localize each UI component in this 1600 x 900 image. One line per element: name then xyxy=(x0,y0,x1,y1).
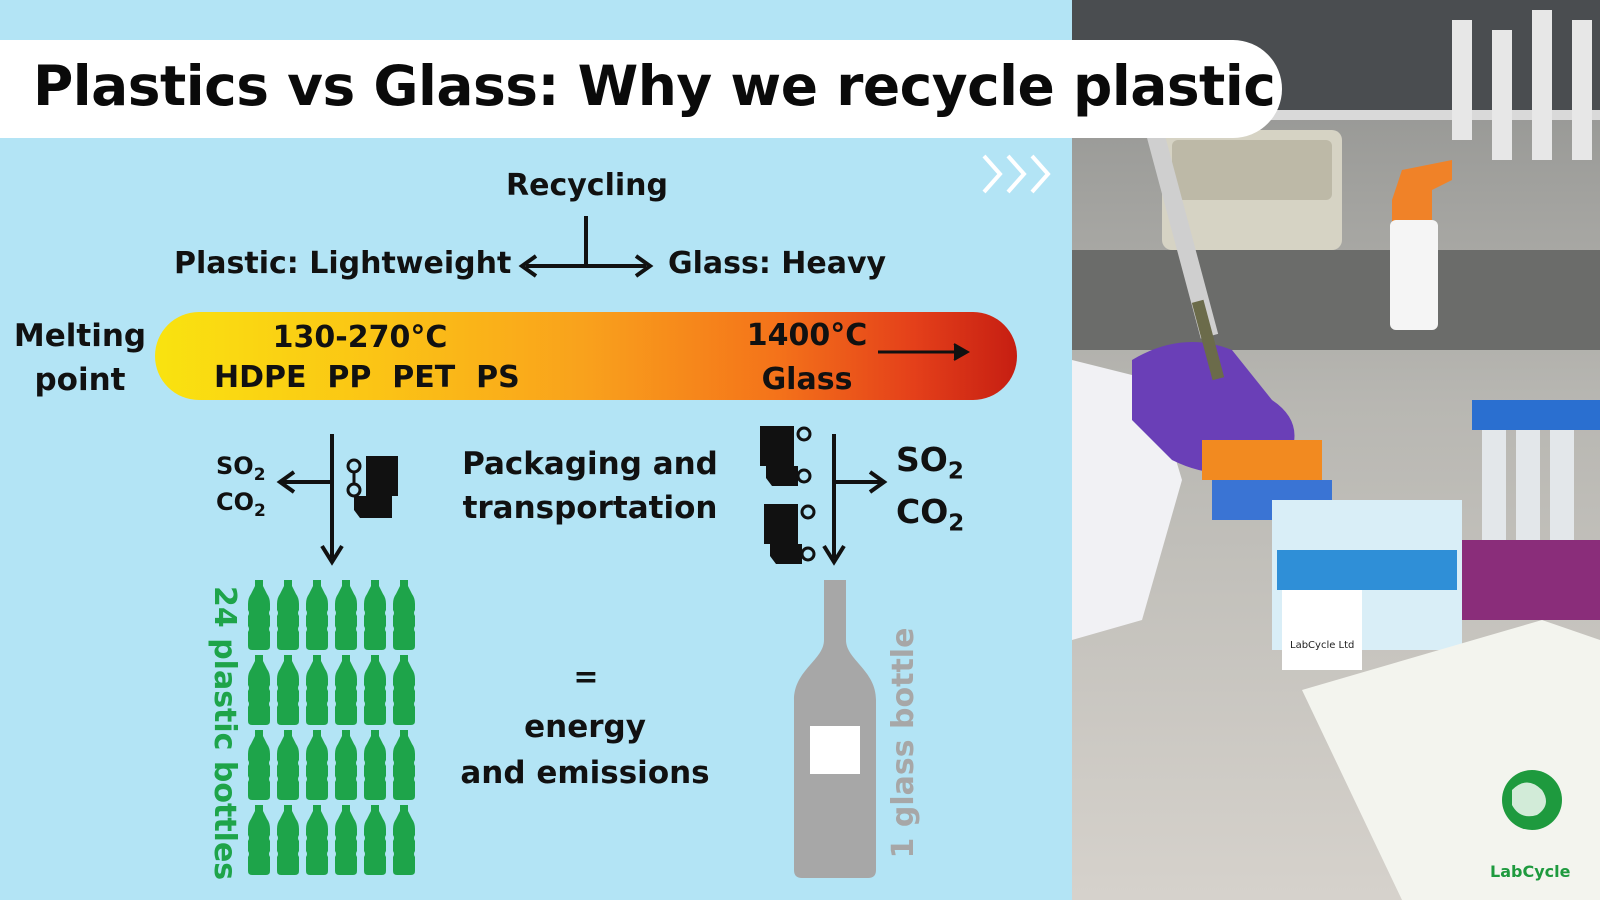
energy-line1: energy xyxy=(524,709,646,745)
left-so2-text: SO xyxy=(216,452,254,480)
plastic-bottle-icon xyxy=(364,655,386,725)
left-so2-subscript: 2 xyxy=(253,464,266,485)
packaging-line1: Packaging and xyxy=(462,446,718,482)
left-co2: CO2 xyxy=(216,488,266,521)
infographic-panel xyxy=(0,0,1072,900)
left-co2-subscript: 2 xyxy=(254,500,266,521)
title-banner: Plastics vs Glass: Why we recycle plasti… xyxy=(0,40,1282,138)
plastic-bottle-icon xyxy=(306,730,328,800)
plastic-melt-temp: 130-270°C xyxy=(272,320,448,355)
right-so2-text: SO xyxy=(896,440,948,479)
plastic-bottle-icon xyxy=(364,730,386,800)
truck-icon xyxy=(764,504,816,564)
plastic-transport-arrows xyxy=(276,434,344,566)
glass-transport-arrows xyxy=(822,434,888,566)
wine-bottle-icon xyxy=(794,580,876,878)
plastic-bottle-icon xyxy=(393,805,415,875)
melting-point-gradient-bar xyxy=(155,312,1017,400)
plastic-bottle-icon xyxy=(335,655,357,725)
right-so2: SO2 xyxy=(896,440,964,485)
plastic-bottle-icon xyxy=(306,805,328,875)
plastic-bottle-icon xyxy=(306,655,328,725)
melting-point-label: Melting point xyxy=(10,314,150,402)
recycling-split-arrow xyxy=(518,216,654,278)
plastic-bottles-grid xyxy=(246,580,426,880)
plastic-bottle-icon xyxy=(248,805,270,875)
lab-scene-image xyxy=(1072,0,1600,900)
plastic-bottle-icon xyxy=(277,655,299,725)
right-co2: CO2 xyxy=(896,492,964,537)
energy-line2: and emissions xyxy=(460,755,710,791)
triple-chevron-right-icon xyxy=(982,154,1051,194)
plastic-types: HDPE PP PET PS xyxy=(214,360,520,395)
plastic-bottle-icon xyxy=(248,655,270,725)
glass-bottle-label: 1 glass bottle xyxy=(886,627,921,859)
plastic-bottle-icon xyxy=(335,805,357,875)
glass-heavy-label: Glass: Heavy xyxy=(668,246,887,281)
plastic-bottle-icon xyxy=(393,580,415,650)
plastic-bottle-icon xyxy=(393,730,415,800)
packaging-line2: transportation xyxy=(462,490,718,526)
plastic-bottle-icon xyxy=(248,580,270,650)
glass-melt-label: Glass xyxy=(761,362,853,397)
plastic-bottle-icon xyxy=(248,730,270,800)
packaging-transport-text: Packaging and transportation xyxy=(440,442,740,530)
truck-icon xyxy=(760,426,812,486)
lab-photo: LabCycle Ltd LabCycle xyxy=(1072,0,1600,900)
right-so2-subscript: 2 xyxy=(947,458,964,485)
equals-sign: = xyxy=(573,660,599,695)
plastic-lightweight-label: Plastic: Lightweight xyxy=(174,246,512,281)
plastic-bottle-icon xyxy=(306,580,328,650)
plastic-bottle-icon xyxy=(364,580,386,650)
plastic-bottle-icon xyxy=(335,580,357,650)
plastic-bottle-icon xyxy=(277,730,299,800)
truck-icon xyxy=(346,456,398,518)
plastic-bottles-label: 24 plastic bottles xyxy=(207,586,242,881)
labcycle-logo-text: LabCycle xyxy=(1490,862,1571,881)
energy-emissions-text: energy and emissions xyxy=(450,704,720,796)
glass-melt-temp: 1400°C xyxy=(746,318,868,353)
labcycle-box-label: LabCycle Ltd xyxy=(1290,640,1355,651)
left-co2-text: CO xyxy=(216,488,255,516)
plastic-bottle-icon xyxy=(364,805,386,875)
arrow-right-icon xyxy=(878,343,971,361)
plastic-bottle-icon xyxy=(335,730,357,800)
plastic-bottle-icon xyxy=(277,580,299,650)
plastic-bottle-icon xyxy=(393,655,415,725)
recycling-label: Recycling xyxy=(506,168,668,203)
page-title: Plastics vs Glass: Why we recycle plasti… xyxy=(33,54,1276,118)
right-co2-text: CO xyxy=(896,492,949,531)
left-so2: SO2 xyxy=(216,452,266,485)
melting-label-line1: Melting xyxy=(13,318,147,354)
melting-label-line2: point xyxy=(34,362,126,398)
plastic-bottle-icon xyxy=(277,805,299,875)
right-co2-subscript: 2 xyxy=(948,510,965,537)
